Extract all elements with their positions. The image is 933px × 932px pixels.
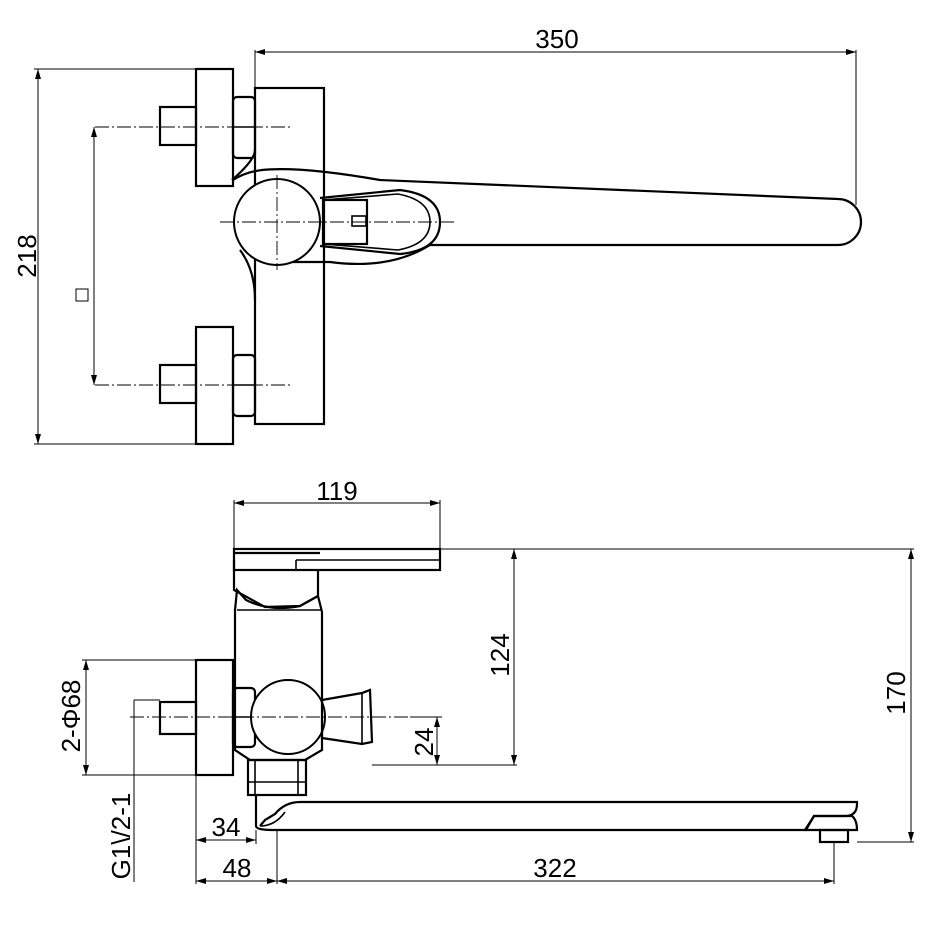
dim-119: 119 xyxy=(316,476,357,506)
swivel-nut xyxy=(246,758,308,797)
top-flange xyxy=(194,67,235,188)
top-pipe xyxy=(158,105,198,147)
side-flange xyxy=(194,658,235,777)
top-view: 350 218 xyxy=(12,24,863,446)
marker-square xyxy=(75,288,89,302)
dim-124: 124 xyxy=(485,633,515,676)
dim-flange: 2-Φ68 xyxy=(56,680,86,753)
dim-24: 24 xyxy=(409,728,439,757)
side-pipe xyxy=(158,700,198,736)
side-body xyxy=(233,587,324,762)
spout-top xyxy=(232,168,863,266)
dim-218: 218 xyxy=(12,234,42,277)
dim-48: 48 xyxy=(223,853,252,883)
dim-thread: G1\/2-1 xyxy=(106,793,136,880)
spout-side xyxy=(254,795,859,832)
dim-322: 322 xyxy=(533,853,576,883)
dim-350: 350 xyxy=(535,24,578,54)
side-view: 119 124 170 24 2-Φ68 G1\/2-1 34 xyxy=(56,476,914,884)
dim-170: 170 xyxy=(881,671,911,714)
bottom-flange xyxy=(194,325,235,446)
bottom-pipe xyxy=(158,363,198,405)
aerator xyxy=(818,828,850,844)
dim-34: 34 xyxy=(212,812,241,842)
